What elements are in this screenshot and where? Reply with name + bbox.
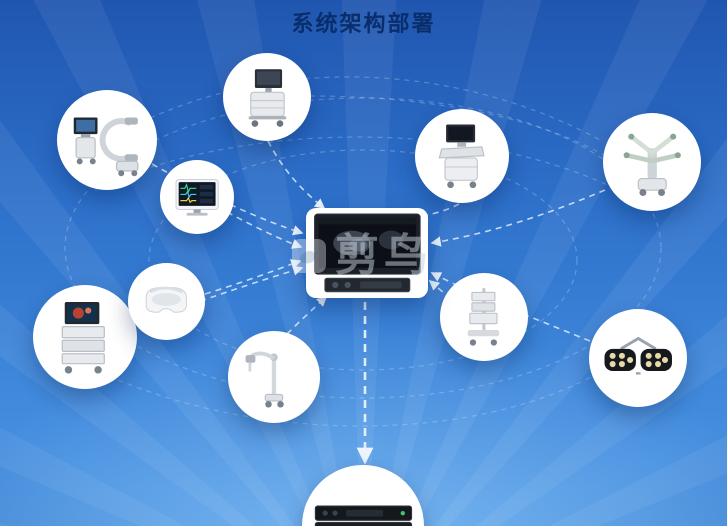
c-arm-xray-icon bbox=[73, 117, 139, 177]
node-rack-server bbox=[302, 465, 424, 526]
node-surgical-lights bbox=[589, 309, 687, 407]
node-surgical-robot bbox=[603, 113, 701, 211]
endoscopy-tower-icon bbox=[62, 302, 106, 375]
ultrasound-cart-icon bbox=[438, 124, 486, 189]
rack-server-icon bbox=[314, 505, 412, 526]
page-title: 系统架构部署 bbox=[291, 12, 436, 37]
surgical-robot-icon bbox=[623, 133, 681, 196]
vr-headset-icon bbox=[145, 286, 188, 313]
equipment-cart-icon bbox=[467, 287, 499, 346]
node-patient-monitor bbox=[160, 160, 234, 234]
mobile-workstation-cart-icon bbox=[248, 68, 286, 127]
node-vr-headset bbox=[128, 263, 205, 340]
node-mobile-workstation bbox=[223, 53, 311, 141]
surgical-arm-stand-icon bbox=[245, 351, 284, 408]
node-ultrasound bbox=[415, 109, 509, 203]
node-surgical-arm bbox=[228, 331, 320, 423]
node-endoscopy-tower bbox=[33, 285, 137, 389]
patient-monitor-icon bbox=[175, 178, 219, 216]
node-c-arm bbox=[57, 90, 157, 190]
central-hub bbox=[306, 208, 428, 298]
node-equipment-cart bbox=[440, 273, 528, 361]
central-imaging-console-icon bbox=[313, 213, 421, 292]
surgical-lights-icon bbox=[604, 336, 672, 375]
